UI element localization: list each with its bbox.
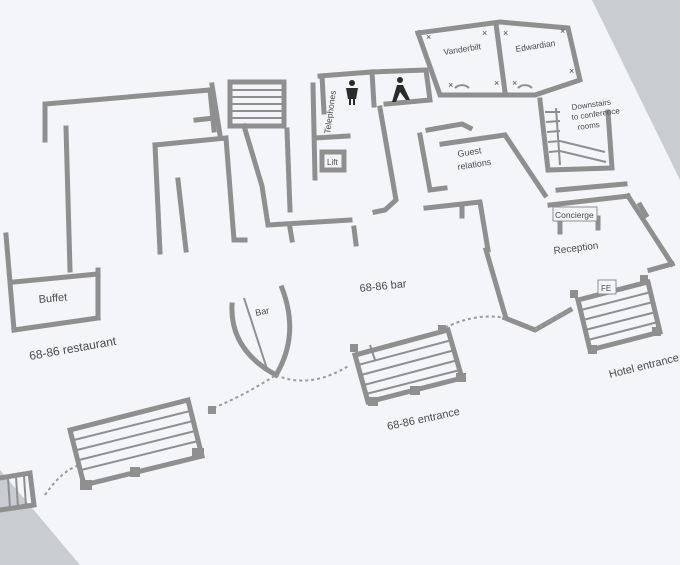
x-mark: × <box>503 28 508 38</box>
concierge-label: Concierge <box>555 210 594 220</box>
x-mark: × <box>512 78 517 88</box>
stairs-conference: Downstairs to conference rooms <box>537 97 621 173</box>
guest-relations-label-1: Guest <box>457 145 483 159</box>
male-toilet-icon <box>392 77 410 102</box>
reception-label: Reception <box>553 241 599 257</box>
fe-label: FE <box>601 284 611 293</box>
x-mark: × <box>448 80 453 90</box>
bar-counter: Bar <box>229 284 293 379</box>
restaurant-entrance-stairs <box>66 396 216 490</box>
concierge-box <box>552 206 598 222</box>
buffet-label: Buffet <box>38 292 67 306</box>
x-mark: × <box>569 66 574 76</box>
lift-label: Lift <box>327 158 338 167</box>
toilets <box>317 67 433 115</box>
downstairs-label-3: rooms <box>577 120 600 132</box>
side-stairs <box>0 470 37 513</box>
x-mark: × <box>482 28 487 38</box>
bar-main-label: 68-86 bar <box>359 278 407 295</box>
female-toilet-icon <box>346 80 358 105</box>
hotel-entrance-stairs: FE <box>570 275 664 354</box>
bar-label: Bar <box>254 305 270 318</box>
fe-box <box>597 279 617 295</box>
x-mark: × <box>494 78 499 88</box>
x-mark: × <box>560 26 565 36</box>
x-mark: × <box>426 32 431 42</box>
central-stairs <box>227 79 287 129</box>
bar-entrance-stairs <box>350 325 466 406</box>
